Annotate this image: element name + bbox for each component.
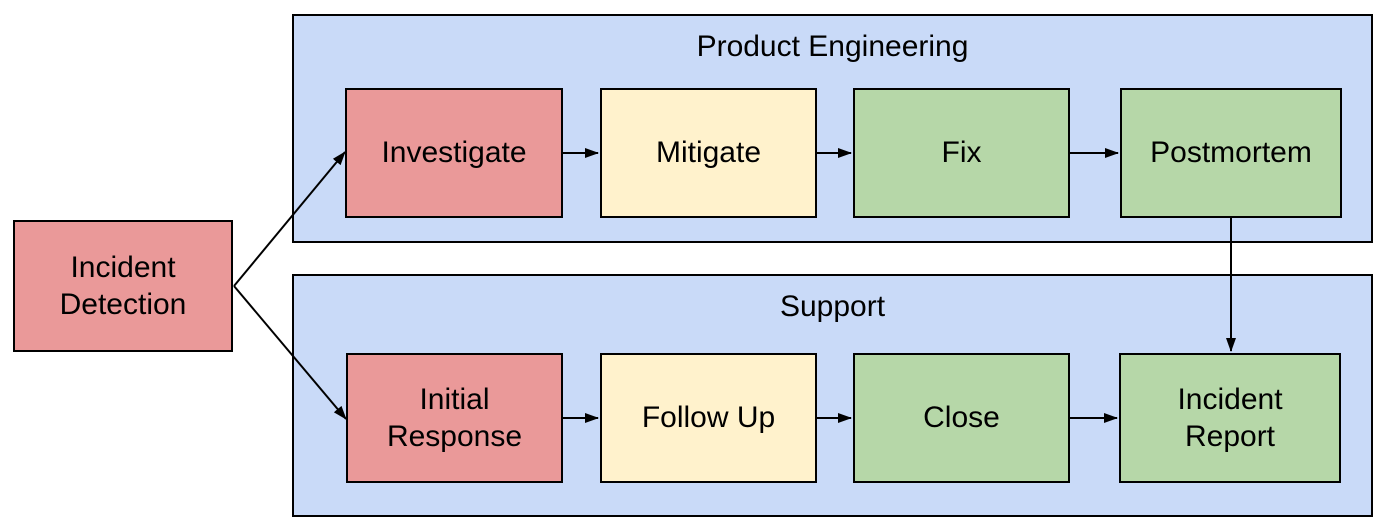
node-close: Close (853, 353, 1070, 483)
node-fix: Fix (853, 88, 1070, 218)
node-follow-up: Follow Up (600, 353, 817, 483)
node-incident-report: Incident Report (1119, 353, 1341, 483)
node-incident-detection: Incident Detection (13, 220, 233, 352)
node-investigate: Investigate (345, 88, 563, 218)
node-postmortem: Postmortem (1120, 88, 1342, 218)
node-mitigate: Mitigate (600, 88, 817, 218)
lane-title-product-engineering: Product Engineering (696, 30, 969, 63)
node-initial-response: Initial Response (346, 353, 563, 483)
lane-title-support: Support (779, 290, 886, 323)
